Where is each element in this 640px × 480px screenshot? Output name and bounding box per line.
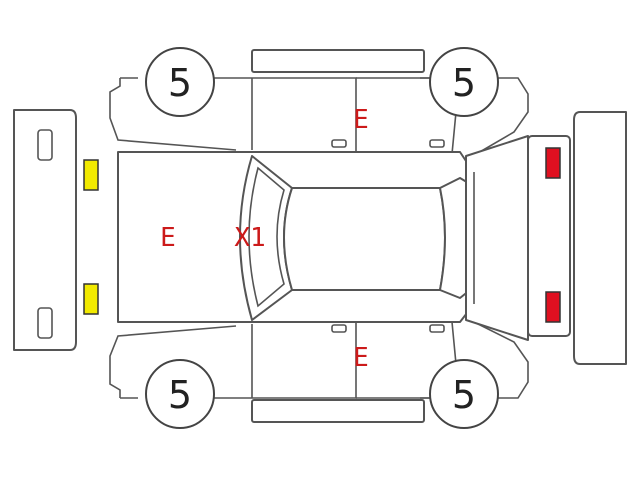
rear-bumper [573, 111, 627, 365]
roof [283, 187, 446, 291]
top-rear-door-handle [429, 139, 445, 148]
mark-hood: E [160, 223, 176, 253]
rear-panel [527, 135, 571, 337]
wheel-front-right [145, 359, 215, 429]
wheel-front-left [145, 47, 215, 117]
bottom-front-door [252, 321, 357, 399]
front-light-bottom [83, 283, 99, 315]
top-front-fender [109, 77, 253, 151]
mark-windshield: X1 [234, 223, 265, 253]
front-light-top [83, 159, 99, 191]
front-bumper-slot-bottom [37, 307, 53, 339]
bottom-rear-door-handle [429, 324, 445, 333]
bottom-side-skirt [251, 399, 425, 423]
wheel-front-left-label: 5 [168, 61, 192, 105]
bottom-front-door-handle [331, 324, 347, 333]
rear-light-bottom [545, 291, 561, 323]
wheel-rear-right-label: 5 [452, 373, 476, 417]
top-front-door-handle [331, 139, 347, 148]
front-bumper-slot-top [37, 129, 53, 161]
top-side-skirt [251, 49, 425, 73]
bottom-front-fender [109, 324, 253, 399]
tailgate [465, 135, 529, 341]
wheel-rear-left [429, 47, 499, 117]
windshield-inner [248, 166, 285, 308]
wheel-front-right-label: 5 [168, 373, 192, 417]
top-front-door [252, 77, 357, 155]
rear-light-top [545, 147, 561, 179]
front-bumper [13, 109, 77, 351]
mark-left-doors: E [353, 343, 369, 373]
wheel-rear-right [429, 359, 499, 429]
wheel-rear-left-label: 5 [452, 61, 476, 105]
mark-right-doors: E [353, 105, 369, 135]
